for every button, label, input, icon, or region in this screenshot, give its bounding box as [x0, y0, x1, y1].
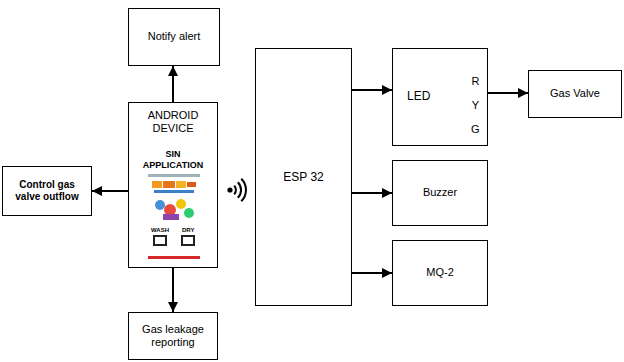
output-box: Gas leakage reporting: [128, 312, 218, 360]
arrow-connector: [488, 92, 528, 94]
sensor-box: MQ-2: [392, 240, 488, 306]
screen-label: DRY: [182, 227, 194, 233]
node-text: Notify alert: [148, 30, 201, 43]
arrow-connector: [172, 268, 174, 312]
app-screenshot: [148, 174, 200, 259]
node-text: Gas leakage reporting: [133, 323, 213, 349]
device-title: ANDROID DEVICE: [129, 109, 217, 135]
output-box: Notify alert: [128, 8, 220, 66]
led-colors: R Y G: [471, 69, 480, 141]
component-box: Buzzer: [392, 160, 488, 226]
node-text: Control gas valve outflow: [7, 179, 87, 203]
node-text: ESP 32: [283, 170, 323, 184]
node-text: Buzzer: [423, 186, 457, 199]
arrow-connector: [352, 192, 392, 194]
controller-box: ESP 32: [255, 48, 352, 306]
node-text: Gas Valve: [550, 87, 600, 100]
node-text: MQ-2: [426, 266, 454, 279]
device-box: ANDROID DEVICE SIN APPLICATION: [128, 102, 218, 268]
arrow-connector: [352, 272, 392, 274]
component-box: LED R Y G: [392, 48, 488, 146]
output-box: Control gas valve outflow: [2, 166, 92, 216]
arrow-connector: [172, 66, 174, 102]
arrow-connector: [92, 190, 128, 192]
app-name: SIN APPLICATION: [138, 149, 208, 171]
screen-label: WASH: [151, 227, 169, 233]
wireless-symbol: [227, 179, 246, 202]
actuator-box: Gas Valve: [528, 70, 622, 118]
arrow-connector: [352, 89, 392, 91]
led-title: LED: [407, 89, 430, 103]
